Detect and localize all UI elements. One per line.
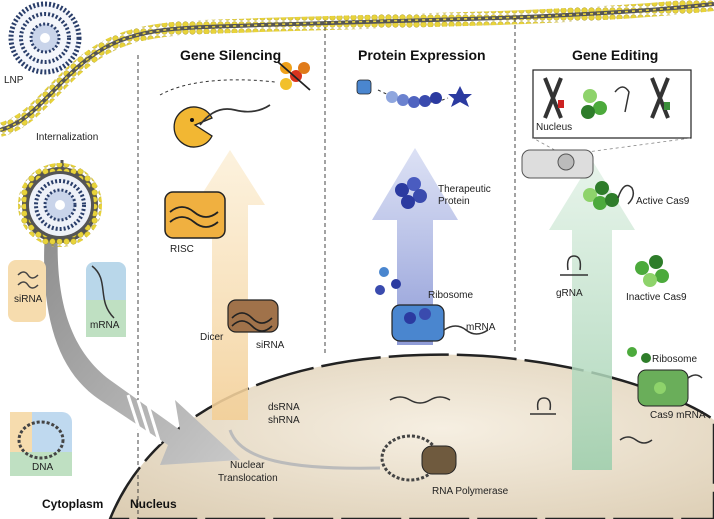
label-mrna-panel: mRNA <box>90 320 120 331</box>
pacman-cleavage <box>159 61 311 148</box>
inset-leader-right <box>579 137 692 154</box>
dsrna-upward-arrow <box>228 429 381 470</box>
column-dividers <box>137 18 516 519</box>
grna-in-nucleus <box>530 397 556 415</box>
active-cas9 <box>583 181 635 210</box>
grna-hairpin <box>560 255 588 276</box>
label-shrna: shRNA <box>268 415 300 426</box>
label-risc: RISC <box>170 244 194 255</box>
header-protein-expression: Protein Expression <box>358 47 486 63</box>
label-internalization: Internalization <box>36 132 98 143</box>
mrna-panel <box>86 262 126 337</box>
mrna-strand-editing <box>619 436 653 444</box>
lnp-particle <box>8 1 82 75</box>
label-inactive-cas9: Inactive Cas9 <box>626 292 687 303</box>
inactive-cas9 <box>635 255 669 287</box>
label-nuclear-2: Translocation <box>218 473 278 484</box>
label-grna: gRNA <box>556 288 583 299</box>
therapeutic-protein <box>395 177 427 209</box>
risc-complex <box>164 191 226 239</box>
label-dicer: Dicer <box>200 332 224 343</box>
label-cytoplasm: Cytoplasm <box>42 497 103 511</box>
nuclear-translocation-arrow <box>44 230 240 465</box>
label-sirna-panel: siRNA <box>14 294 43 305</box>
free-amino-acids <box>375 267 401 295</box>
label-ribosome-right: Ribosome <box>652 354 697 365</box>
label-cas9-mrna: Cas9 mRNA <box>650 410 706 421</box>
cell-membrane <box>0 0 714 137</box>
label-mrna-mid: mRNA <box>466 322 496 333</box>
dicer <box>227 299 279 333</box>
label-rna-polymerase: RNA Polymerase <box>432 486 509 497</box>
label-lnp: LNP <box>4 75 24 86</box>
ribosome-expression <box>391 304 489 342</box>
label-nuclear-1: Nuclear <box>230 460 265 471</box>
protein-chain <box>356 79 472 108</box>
label-active-cas9: Active Cas9 <box>636 196 690 207</box>
rna-polymerase <box>380 434 457 482</box>
header-gene-silencing: Gene Silencing <box>180 47 281 63</box>
transcribed-mrna <box>389 396 451 404</box>
dna-panel <box>10 412 72 476</box>
cell-icon <box>521 149 594 179</box>
header-gene-editing: Gene Editing <box>572 47 658 63</box>
label-nucleus: Nucleus <box>130 497 177 511</box>
ribosome-editing <box>627 347 703 407</box>
label-dsrna: dsRNA <box>268 402 300 413</box>
expression-arrow <box>372 148 458 345</box>
label-ribosome-mid: Ribosome <box>428 290 473 301</box>
gene-editing-inset <box>532 69 692 139</box>
label-nucleus-inset: Nucleus <box>536 122 572 133</box>
translocation-stripes <box>126 394 162 445</box>
endosome-lnp <box>18 163 102 247</box>
silencing-arrow <box>195 150 265 420</box>
label-sirna-dicer: siRNA <box>256 340 285 351</box>
inset-leader-left <box>532 137 561 154</box>
label-dna: DNA <box>32 462 53 473</box>
editing-arrow <box>549 160 635 470</box>
sirna-panel <box>8 260 46 322</box>
label-therapeutic-2: Protein <box>438 196 470 207</box>
label-therapeutic-1: Therapeutic <box>438 184 491 195</box>
